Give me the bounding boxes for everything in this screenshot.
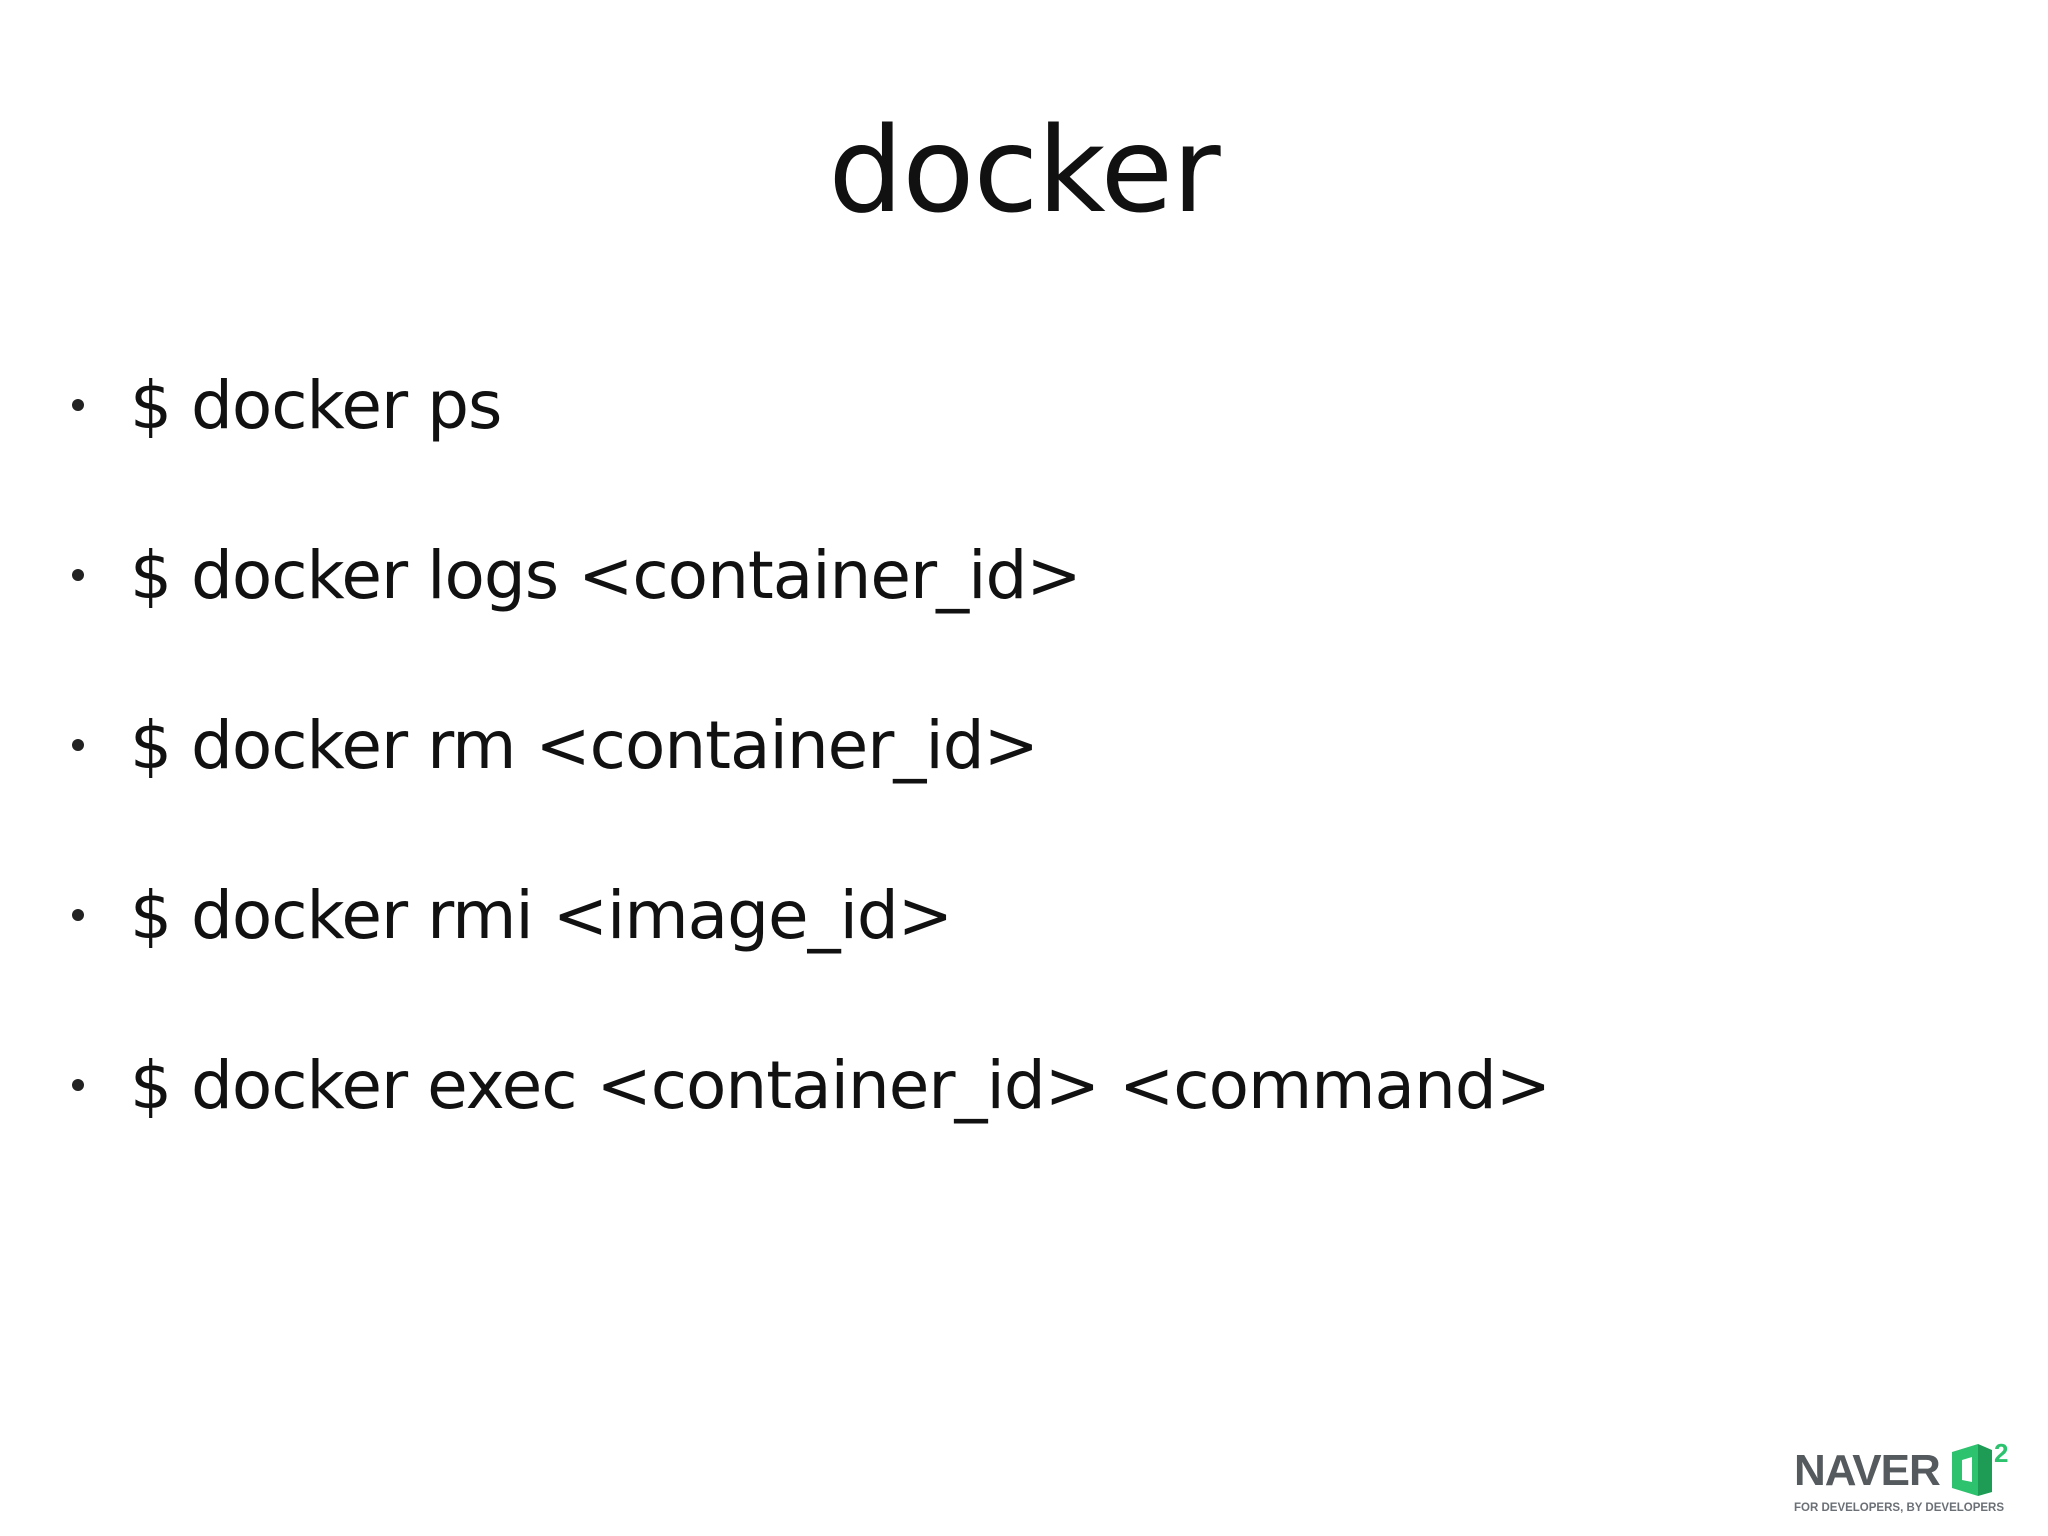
bullet-dot-icon: [72, 569, 84, 581]
bullet-text: $ docker exec <container_id> <command>: [130, 1046, 1551, 1124]
bullet-item: $ docker rm <container_id>: [72, 660, 1550, 830]
bullet-dot-icon: [72, 739, 84, 751]
bullet-item: $ docker logs <container_id>: [72, 490, 1550, 660]
logo-tagline: FOR DEVELOPERS, BY DEVELOPERS: [1794, 1502, 2005, 1514]
svg-text:2: 2: [1994, 1438, 2008, 1468]
slide-title: docker: [828, 101, 1220, 239]
bullet-list: $ docker ps $ docker logs <container_id>…: [72, 320, 1551, 1170]
bullet-text: $ docker rm <container_id>: [130, 706, 1039, 784]
naver-d2-logo: NAVER 2 FOR DEVELOPERS, BY DEVELOPERS: [1794, 1432, 2034, 1524]
logo-brand-text: NAVER: [1794, 1446, 1941, 1495]
d2-mark-icon: 2: [1952, 1438, 2008, 1496]
bullet-item: $ docker rmi <image_id>: [72, 830, 1550, 1000]
bullet-text: $ docker ps: [130, 366, 502, 444]
bullet-dot-icon: [72, 909, 84, 921]
bullet-item: $ docker exec <container_id> <command>: [72, 1000, 1551, 1170]
bullet-text: $ docker rmi <image_id>: [130, 876, 953, 954]
bullet-text: $ docker logs <container_id>: [130, 536, 1082, 614]
bullet-dot-icon: [72, 1079, 84, 1091]
bullet-dot-icon: [72, 399, 84, 411]
bullet-item: $ docker ps: [72, 320, 1550, 490]
